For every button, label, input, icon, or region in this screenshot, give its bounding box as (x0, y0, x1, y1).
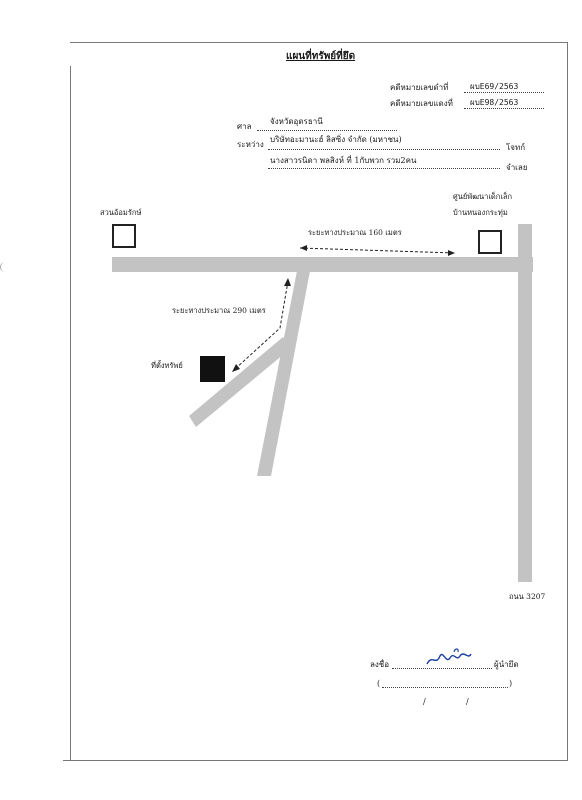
red-case-line (464, 108, 544, 109)
court-line (257, 130, 397, 131)
park-label: สวนอ้อมรักษ์ (100, 208, 142, 217)
distance-arrow-top (299, 247, 456, 254)
distance-top-label: ระยะทางประมาณ 160 เมตร (308, 228, 402, 237)
page-frame-top (70, 42, 568, 43)
arrow-head-up-icon (284, 278, 291, 286)
plaintiff-value: บริษัทอะมานะฮ์ ลิสซิ่ง จำกัด (มหาชน) (270, 135, 402, 144)
court-value: จังหวัดอุดรธานี (270, 117, 323, 126)
main-road (112, 257, 533, 272)
road-label: ถนน 3207 (509, 592, 546, 601)
name-line (382, 687, 508, 688)
name-open-paren: ( (377, 679, 381, 688)
spur-road (189, 337, 290, 427)
page-frame-left (70, 66, 71, 760)
park-marker-icon (112, 224, 136, 248)
page-title: แผนที่ทรัพย์ที่ยึด (286, 51, 356, 62)
arrow-head-left-icon (300, 245, 307, 251)
defendant-value: นางสาวรนิดา พลสิงห์ ที่ 1กับพวก รวม2คน (270, 156, 417, 165)
arrow-head-down-icon (232, 364, 240, 372)
defendant-role: จำเลย (506, 163, 528, 172)
date-slash-2: / (466, 697, 469, 706)
court-label: ศาล (237, 122, 252, 131)
road-3207 (518, 224, 532, 582)
date-slash-1: / (423, 697, 426, 706)
sign-line (392, 668, 492, 669)
role-label: ผู้นำยึด (494, 660, 519, 669)
property-label: ที่ตั้งทรัพย์ (151, 361, 183, 370)
black-case-line (464, 92, 544, 93)
between-label: ระหว่าง (237, 140, 264, 149)
arrow-head-right-icon (448, 250, 455, 256)
sign-label: ลงชื่อ (370, 660, 390, 669)
black-case-value: ผบE69/2563 (470, 82, 519, 91)
distance-arrow-property (233, 280, 289, 371)
page-frame-right (567, 42, 568, 760)
punch-hole-mark (0, 262, 9, 272)
plaintiff-role: โจทก์ (506, 143, 526, 152)
branch-road (257, 271, 310, 476)
plaintiff-line (268, 149, 500, 150)
center-marker-icon (478, 230, 502, 254)
center-label-line1: ศูนย์พัฒนาเด็กเล็ก (453, 192, 513, 201)
center-label-line2: บ้านหนองกระทุ่ม (453, 208, 508, 217)
property-marker-icon (200, 356, 225, 382)
red-case-value: ผบE98/2563 (470, 98, 519, 107)
signature-scrawl (426, 648, 472, 665)
name-close-paren: ) (509, 679, 513, 688)
page-frame-bottom (63, 760, 568, 761)
defendant-line (268, 168, 500, 169)
red-case-label: คดีหมายเลขแดงที่ (390, 99, 453, 108)
distance-left-label: ระยะทางประมาณ 290 เมตร (172, 306, 266, 315)
black-case-label: คดีหมายเลขดำที่ (390, 83, 449, 92)
